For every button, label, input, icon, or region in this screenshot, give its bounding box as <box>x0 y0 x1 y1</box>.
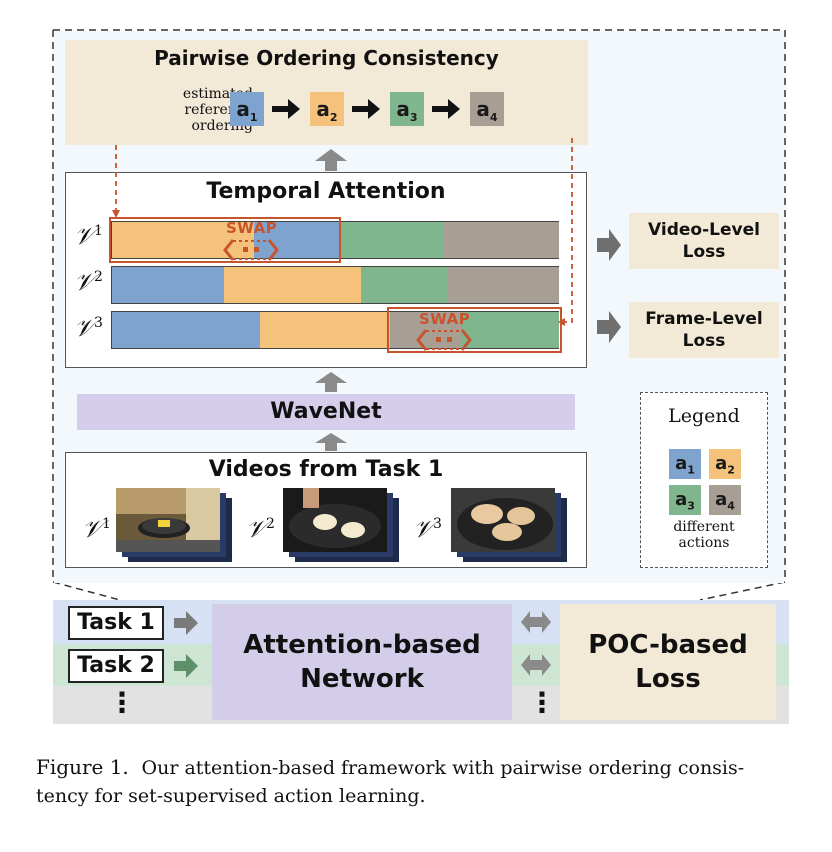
up-arrow-icon <box>315 433 347 451</box>
video-thumb-label-2: 𝒱2 <box>246 515 275 543</box>
up-arrow-icon <box>315 372 347 392</box>
up-arrow-icon <box>315 149 347 171</box>
swap-icon <box>416 329 472 351</box>
wavenet-block: WaveNet <box>77 394 575 430</box>
video-label-1: 𝒱1 <box>74 222 103 250</box>
poc-panel: Pairwise Ordering Consistency estimated … <box>65 40 588 145</box>
right-arrow-icon <box>597 229 621 261</box>
segment-a3 <box>342 222 443 258</box>
poc-title: Pairwise Ordering Consistency <box>154 46 499 70</box>
right-arrow-icon <box>352 99 380 119</box>
right-arrow-icon <box>432 99 460 119</box>
legend-chip-a1: a1 <box>669 449 701 479</box>
swap-label-2: SWAP <box>419 310 471 328</box>
video-label-3: 𝒱3 <box>74 314 103 342</box>
action-chip-a1: a1 <box>230 92 264 126</box>
bidirectional-arrow-icon <box>521 654 551 676</box>
more-tasks-dots: ⋮ <box>108 686 136 719</box>
attention-bar-1 <box>111 221 559 259</box>
temporal-attention-title: Temporal Attention <box>206 179 446 204</box>
legend-chip-a3: a3 <box>669 485 701 515</box>
legend-caption: different actions <box>673 519 735 551</box>
right-arrow-icon <box>597 311 621 343</box>
segment-a2 <box>224 267 361 303</box>
action-chip-a4: a4 <box>470 92 504 126</box>
video-thumb-label-3: 𝒱3 <box>413 515 442 543</box>
segment-a4 <box>443 222 559 258</box>
caption-line-2: tency for set-supervised action learning… <box>36 785 426 807</box>
figure-caption: Figure 1. Our attention-based framework … <box>36 753 816 810</box>
action-chip-a3: a3 <box>390 92 424 126</box>
legend-chip-a2: a2 <box>709 449 741 479</box>
swap-label-1: SWAP <box>226 219 278 237</box>
caption-line-1: Our attention-based framework with pairw… <box>141 757 745 779</box>
video-thumb-label-1: 𝒱1 <box>82 515 111 543</box>
segment-a4 <box>448 267 559 303</box>
legend-box: Legend a1 a2 a3 a4 different actions <box>640 392 768 568</box>
legend-title: Legend <box>668 405 740 427</box>
segment-a2 <box>260 312 390 348</box>
segment-a1 <box>112 312 260 348</box>
task-1-label: Task 1 <box>68 606 164 640</box>
segment-a3 <box>361 267 448 303</box>
attention-bar-2 <box>111 266 559 304</box>
video-thumbnail-3 <box>451 488 567 562</box>
figure-label: Figure 1. <box>36 755 129 779</box>
segment-a3 <box>462 312 559 348</box>
task-2-label: Task 2 <box>68 649 164 683</box>
right-arrow-icon <box>174 611 198 635</box>
bidirectional-arrow-icon <box>521 611 551 633</box>
video-label-2: 𝒱2 <box>74 268 103 296</box>
videos-box-title: Videos from Task 1 <box>208 457 444 482</box>
video-thumbnail-1 <box>116 488 232 562</box>
right-arrow-icon <box>174 654 198 678</box>
video-thumbnail-2 <box>283 488 399 562</box>
action-chip-a2: a2 <box>310 92 344 126</box>
segment-a1 <box>254 222 342 258</box>
swap-icon <box>223 239 279 261</box>
more-dots: ⋮ <box>528 686 556 719</box>
attention-bar-3 <box>111 311 559 349</box>
segment-a2 <box>112 222 254 258</box>
right-arrow-icon <box>272 99 300 119</box>
segment-a1 <box>112 267 224 303</box>
legend-chip-a4: a4 <box>709 485 741 515</box>
